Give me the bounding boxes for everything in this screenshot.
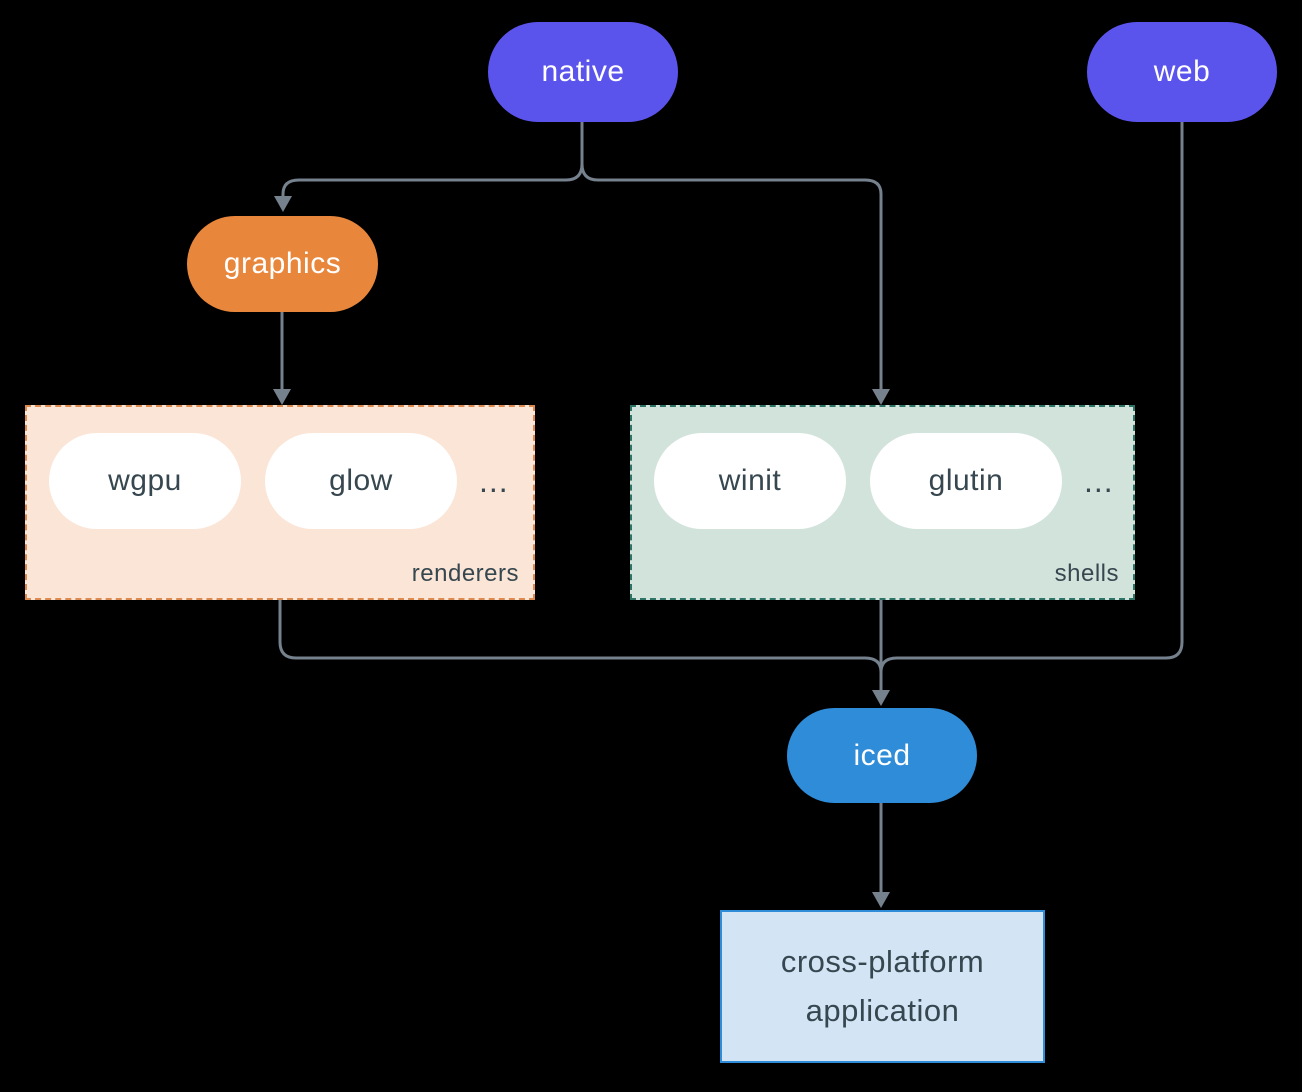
arrowhead-shells bbox=[872, 389, 890, 405]
node-graphics: graphics bbox=[187, 216, 378, 312]
arrowhead-graphics bbox=[274, 196, 292, 212]
connector-native-to-shells bbox=[580, 122, 883, 389]
node-glutin: glutin bbox=[870, 433, 1062, 529]
connector-renderers-to-iced bbox=[278, 600, 883, 673]
group-shells: winit glutin ... shells bbox=[630, 405, 1135, 600]
application-label-line1: cross-platform bbox=[780, 944, 985, 980]
shells-ellipsis: ... bbox=[1084, 462, 1114, 499]
node-iced: iced bbox=[787, 708, 977, 803]
node-wgpu: wgpu bbox=[49, 433, 241, 529]
application-label-line2: application bbox=[805, 992, 960, 1028]
arrowhead-application bbox=[872, 892, 890, 908]
shells-group-label: shells bbox=[1054, 560, 1119, 587]
node-winit: winit bbox=[654, 433, 846, 529]
group-renderers: wgpu glow ... renderers bbox=[25, 405, 535, 600]
node-web: web bbox=[1087, 22, 1277, 122]
node-cross-platform-application: cross-platform application bbox=[720, 910, 1045, 1063]
node-native: native bbox=[488, 22, 678, 122]
connector-native-to-graphics bbox=[281, 122, 584, 196]
arrowhead-iced bbox=[872, 690, 890, 706]
node-glow: glow bbox=[265, 433, 457, 529]
connector-web-to-iced bbox=[879, 122, 1184, 673]
renderers-ellipsis: ... bbox=[479, 462, 509, 499]
arrowhead-renderers bbox=[273, 389, 291, 405]
renderers-group-label: renderers bbox=[411, 560, 519, 587]
